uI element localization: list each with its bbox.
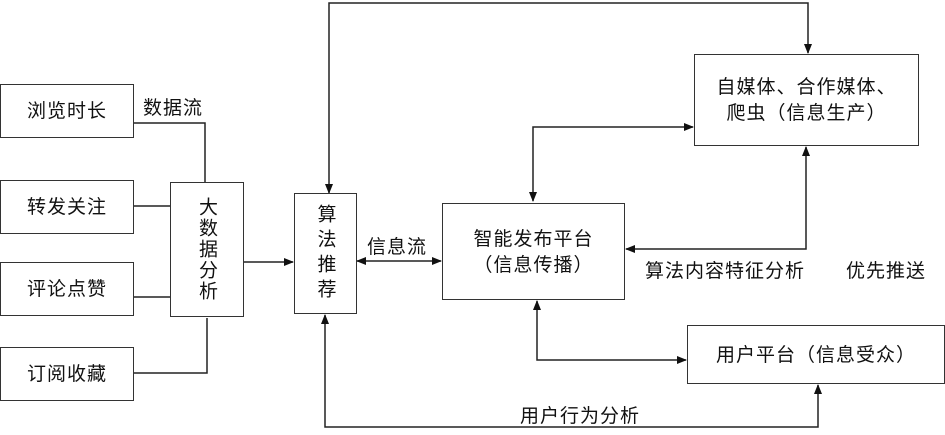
platform-subtitle: （信息传播） <box>473 253 594 276</box>
platform-box: 智能发布平台 （信息传播） <box>442 203 625 300</box>
input-box-browse: 浏览时长 <box>0 84 134 138</box>
content-analysis-label: 算法内容特征分析 <box>645 260 806 282</box>
producers-line2: 爬虫（信息生产） <box>726 102 887 124</box>
edge-producers-platform <box>625 146 810 253</box>
users-box: 用户平台（信息受众） <box>687 325 945 384</box>
users-label: 用户平台（信息受众） <box>715 343 916 366</box>
input-label-browse: 浏览时长 <box>26 100 107 122</box>
algo-box: 算法推荐 <box>294 193 357 314</box>
bigdata-box: 大数据分析 <box>170 182 244 317</box>
info-flow-label: 信息流 <box>367 236 428 258</box>
producers-box: 自媒体、合作媒体、 爬虫（信息生产） <box>694 54 919 146</box>
input-label-subscribe: 订阅收藏 <box>26 363 107 385</box>
edge-platform-users <box>533 300 687 364</box>
edge-platform-producers <box>529 123 694 202</box>
algo-label: 算法推荐 <box>314 203 337 304</box>
edge-browse-bigdata <box>133 122 206 182</box>
edge-top-loop <box>325 2 812 194</box>
producers-line1: 自媒体、合作媒体、 <box>716 76 897 98</box>
input-box-subscribe: 订阅收藏 <box>0 347 134 401</box>
input-label-comment: 评论点赞 <box>26 278 107 300</box>
input-box-forward: 转发关注 <box>0 180 134 234</box>
input-label-forward: 转发关注 <box>26 196 107 218</box>
priority-push-label: 优先推送 <box>846 260 927 282</box>
bigdata-label: 大数据分析 <box>196 197 218 302</box>
data-flow-label: 数据流 <box>143 97 204 119</box>
platform-title: 智能发布平台 <box>473 227 594 250</box>
input-box-comment: 评论点赞 <box>0 262 134 316</box>
edge-bottom-loop <box>321 314 822 428</box>
edge-subscribe-bigdata <box>133 318 208 374</box>
user-behavior-label: 用户行为分析 <box>520 405 641 427</box>
